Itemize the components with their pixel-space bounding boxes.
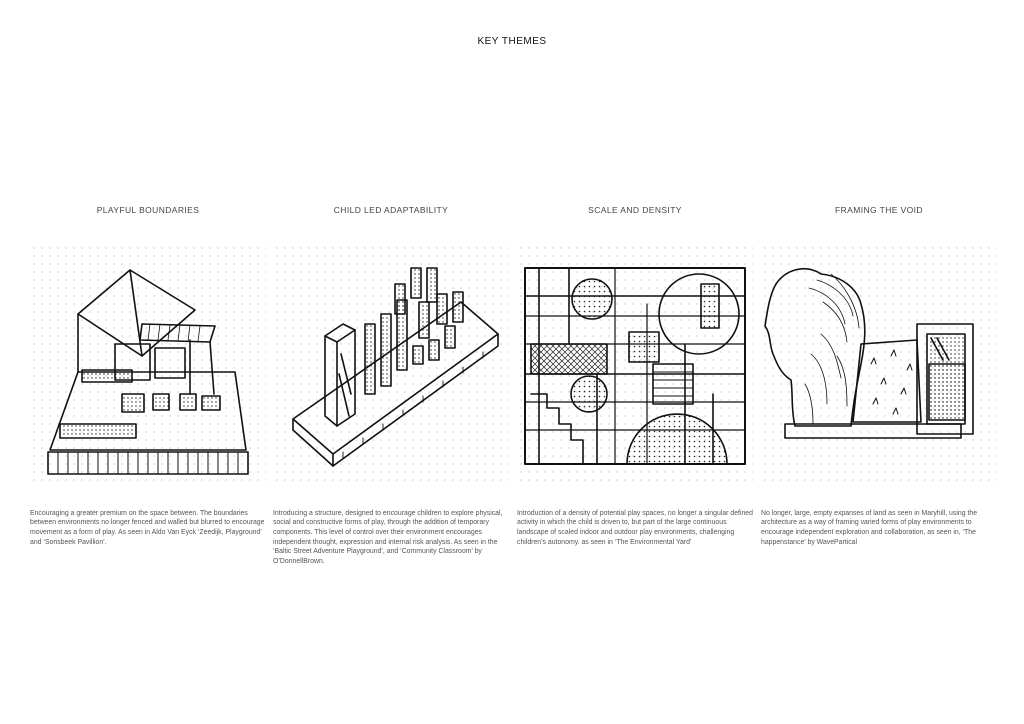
theme-caption: Encouraging a greater premium on the spa… <box>30 509 265 546</box>
theme-heading: FRAMING THE VOID <box>835 205 923 215</box>
theme-heading: CHILD LED ADAPTABILITY <box>333 205 449 215</box>
theme-heading: PLAYFUL BOUNDARIES <box>96 205 200 215</box>
theme-caption: Introducing a structure, designed to enc… <box>273 509 503 565</box>
theme-caption: Introduction of a density of potential p… <box>517 509 753 546</box>
page-title: KEY THEMES <box>477 36 547 47</box>
theme-caption: No longer, large, empty expanses of land… <box>761 509 978 546</box>
sketch-playful-boundaries <box>30 244 266 484</box>
sketch-framing-the-void <box>761 244 997 484</box>
sketch-child-led-adaptability <box>273 244 509 484</box>
sketch-scale-and-density <box>517 244 753 484</box>
theme-heading: SCALE AND DENSITY <box>588 205 682 215</box>
